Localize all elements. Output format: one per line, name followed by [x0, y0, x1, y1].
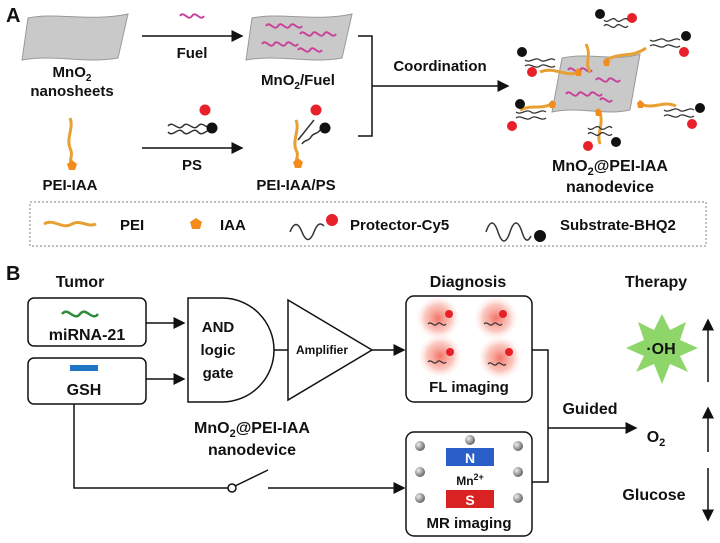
mn-ion-balls — [415, 435, 523, 503]
nanodevice-product-label: MnO2@PEI-IAA — [552, 158, 668, 178]
nanodevice-product-label-2: nanodevice — [566, 179, 654, 196]
mr-imaging-box — [405, 431, 533, 537]
panel-b-label: B — [6, 263, 20, 285]
and-gate-line2: logic — [200, 342, 235, 359]
pei-iaa-ps-label: PEI-IAA/PS — [256, 177, 335, 194]
legend-pei: PEI — [120, 217, 144, 234]
gsh-label: GSH — [67, 382, 102, 399]
iaa-legend-icon — [190, 218, 202, 229]
fuel-strand-icon — [179, 13, 205, 19]
protector-legend-icon — [289, 214, 338, 241]
nanodevice-switch-label-2: nanodevice — [208, 442, 296, 459]
diagnosis-label: Diagnosis — [430, 274, 507, 291]
fl-imaging-label: FL imaging — [429, 379, 509, 396]
tumor-label: Tumor — [56, 274, 105, 291]
and-gate-shape — [187, 297, 275, 403]
glucose-label: Glucose — [622, 487, 685, 504]
substrate-legend-icon — [485, 222, 546, 242]
and-gate-line1: AND — [202, 319, 235, 336]
oh-burst-icon — [626, 314, 698, 384]
amplifier-shape — [287, 298, 374, 402]
and-gate-line3: gate — [203, 365, 234, 382]
mr-imaging-label: MR imaging — [427, 515, 512, 532]
gsh-to-switch-line — [73, 404, 228, 489]
pei-legend-icon — [43, 220, 97, 228]
pei-iaa-icon — [67, 117, 77, 170]
amplifier-label: Amplifier — [296, 343, 348, 357]
merge-bracket — [358, 35, 373, 137]
mno2-fuel-label: MnO2/Fuel — [261, 72, 335, 92]
switch-pivot — [227, 483, 237, 493]
ps-duplex-icon — [167, 104, 218, 135]
legend-iaa: IAA — [220, 217, 246, 234]
panel-a-label: A — [6, 5, 20, 27]
gsh-icon — [70, 365, 98, 371]
guided-bracket — [532, 349, 549, 483]
legend-protector: Protector-Cy5 — [350, 217, 449, 234]
magnet-n-icon — [446, 448, 494, 466]
ps-arrow-label: PS — [182, 157, 202, 174]
pei-iaa-ps-icon — [293, 104, 331, 168]
nanodevice-icon — [507, 9, 705, 151]
coordination-label: Coordination — [393, 58, 486, 75]
mn-label: Mn2+ — [456, 472, 484, 488]
mirna-box — [27, 297, 147, 347]
magnet-s-label: S — [465, 492, 474, 508]
legend-substrate: Substrate-BHQ2 — [560, 217, 676, 234]
mirna-strand-icon — [61, 310, 99, 318]
mno2-nanosheet-icon — [21, 13, 129, 61]
switch-lever — [234, 469, 269, 487]
gsh-box — [27, 357, 147, 405]
fuel-arrow-label: Fuel — [177, 45, 208, 62]
nanodevice-switch-label: MnO2@PEI-IAA — [194, 420, 310, 440]
guided-label: Guided — [562, 401, 617, 418]
mno2-fuel-sheet-icon — [245, 13, 353, 61]
mirna-label: miRNA-21 — [49, 327, 126, 344]
magnet-n-label: N — [465, 450, 475, 466]
oh-label: ·OH — [646, 341, 675, 358]
nanosheets-label: nanosheets — [30, 83, 113, 100]
therapy-label: Therapy — [625, 274, 687, 291]
pei-iaa-label: PEI-IAA — [42, 177, 97, 194]
legend-box — [29, 201, 707, 247]
mno2-label: MnO2 — [53, 64, 92, 84]
o2-label: O2 — [647, 429, 666, 449]
magnet-s-icon — [446, 490, 494, 508]
fl-glow-spots — [416, 296, 522, 380]
